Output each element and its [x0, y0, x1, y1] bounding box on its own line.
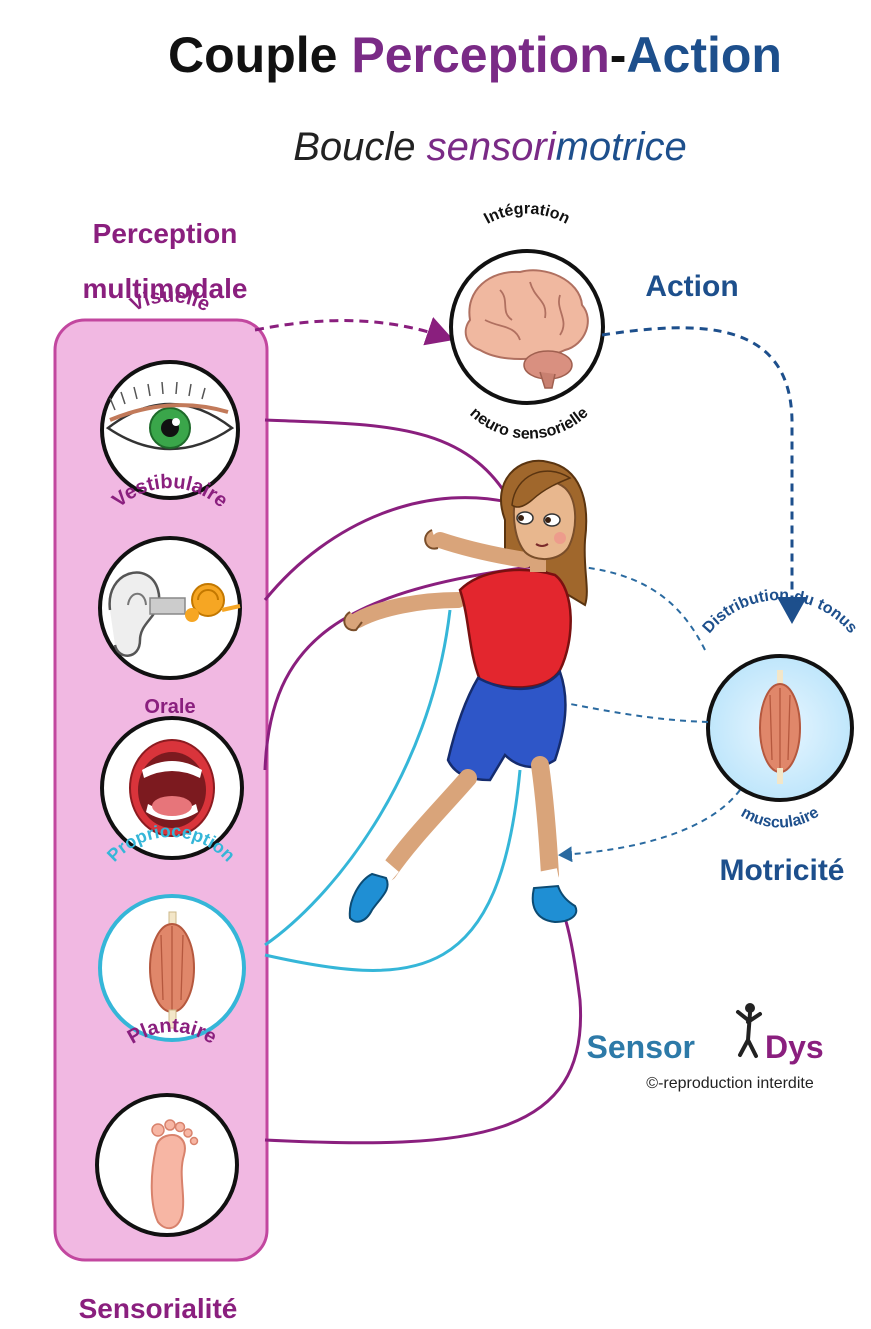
girl-pupil-left — [518, 515, 524, 521]
arrow-tonus-to-torso — [546, 693, 709, 723]
girl-left-arm — [350, 592, 466, 628]
girl-cheek — [554, 532, 566, 544]
ear-icon — [108, 571, 241, 657]
integration-bottom-label: neuro sensorielle — [466, 404, 591, 442]
girl-right-shoe — [531, 884, 578, 924]
connector-orale — [263, 563, 546, 771]
girl-pupil-right — [545, 517, 551, 523]
arrow-perception-to-integration — [254, 316, 454, 346]
sensorialite-label: Sensorialité — [79, 1293, 238, 1324]
girl-left-leg — [379, 769, 477, 881]
arrow-integration-to-tonus — [601, 326, 807, 624]
arrow-tonus-to-leg — [558, 789, 741, 863]
title-part-couple: Couple — [168, 27, 351, 83]
subtitle-part-sensori: sensori — [427, 125, 557, 169]
orale-label: Orale — [144, 696, 195, 718]
mouth-icon — [129, 739, 215, 837]
foot-icon — [150, 1119, 199, 1230]
proprioception-muscle-icon — [149, 911, 195, 1029]
brand-figure-icon — [736, 1003, 762, 1058]
girl-figure — [343, 459, 588, 924]
connector-visuelle — [264, 418, 517, 511]
subtitle-part-motrice: motrice — [556, 125, 687, 169]
sense-orale: Orale — [100, 696, 244, 860]
title-part-action: Action — [626, 27, 782, 83]
brain-icon — [464, 269, 589, 389]
brand-name-sensor: Sensor — [587, 1029, 695, 1065]
arrow-tonus-to-head — [543, 557, 706, 651]
perception-heading-line2: multimodale — [83, 273, 248, 304]
girl-mouth — [535, 543, 549, 547]
motricite-label: Motricité — [719, 854, 844, 887]
girl-left-hand — [343, 611, 363, 632]
brand-logo: Sensor Dys ©-reproduction interdite — [587, 1003, 824, 1092]
girl-right-arm — [432, 532, 533, 568]
girl-hair-front — [511, 470, 572, 508]
title-part-perception: Perception — [351, 27, 609, 83]
subtitle-part-boucle: Boucle — [293, 125, 426, 169]
copyright-notice: ©-reproduction interdite — [646, 1075, 814, 1092]
connector-proprioception-arm — [264, 609, 452, 947]
brand-name-dys: Dys — [765, 1029, 824, 1065]
tonus-muscle-icon — [759, 670, 801, 784]
girl-left-shoe — [348, 872, 389, 923]
girl-shirt — [458, 568, 572, 689]
girl-right-hand — [424, 529, 439, 550]
tonus-bottom-label: musculaire — [738, 804, 822, 832]
integration-top-label: Intégration — [481, 201, 572, 228]
page-subtitle: Boucle sensorimotrice — [293, 125, 687, 169]
sense-visuelle: Visuelle — [100, 285, 240, 500]
connector-proprioception-leg — [264, 769, 522, 972]
action-heading: Action — [645, 270, 738, 303]
connector-plantaire — [264, 898, 583, 1145]
page-title: Couple Perception-Action — [168, 27, 782, 83]
perception-heading-line1: Perception — [93, 218, 238, 249]
tonus-top-label: Distribution du tonus — [700, 587, 861, 637]
connector-vestibulaire — [263, 496, 521, 601]
girl-right-leg — [531, 756, 559, 884]
title-part-dash: - — [610, 27, 627, 83]
eye-icon — [105, 381, 235, 451]
